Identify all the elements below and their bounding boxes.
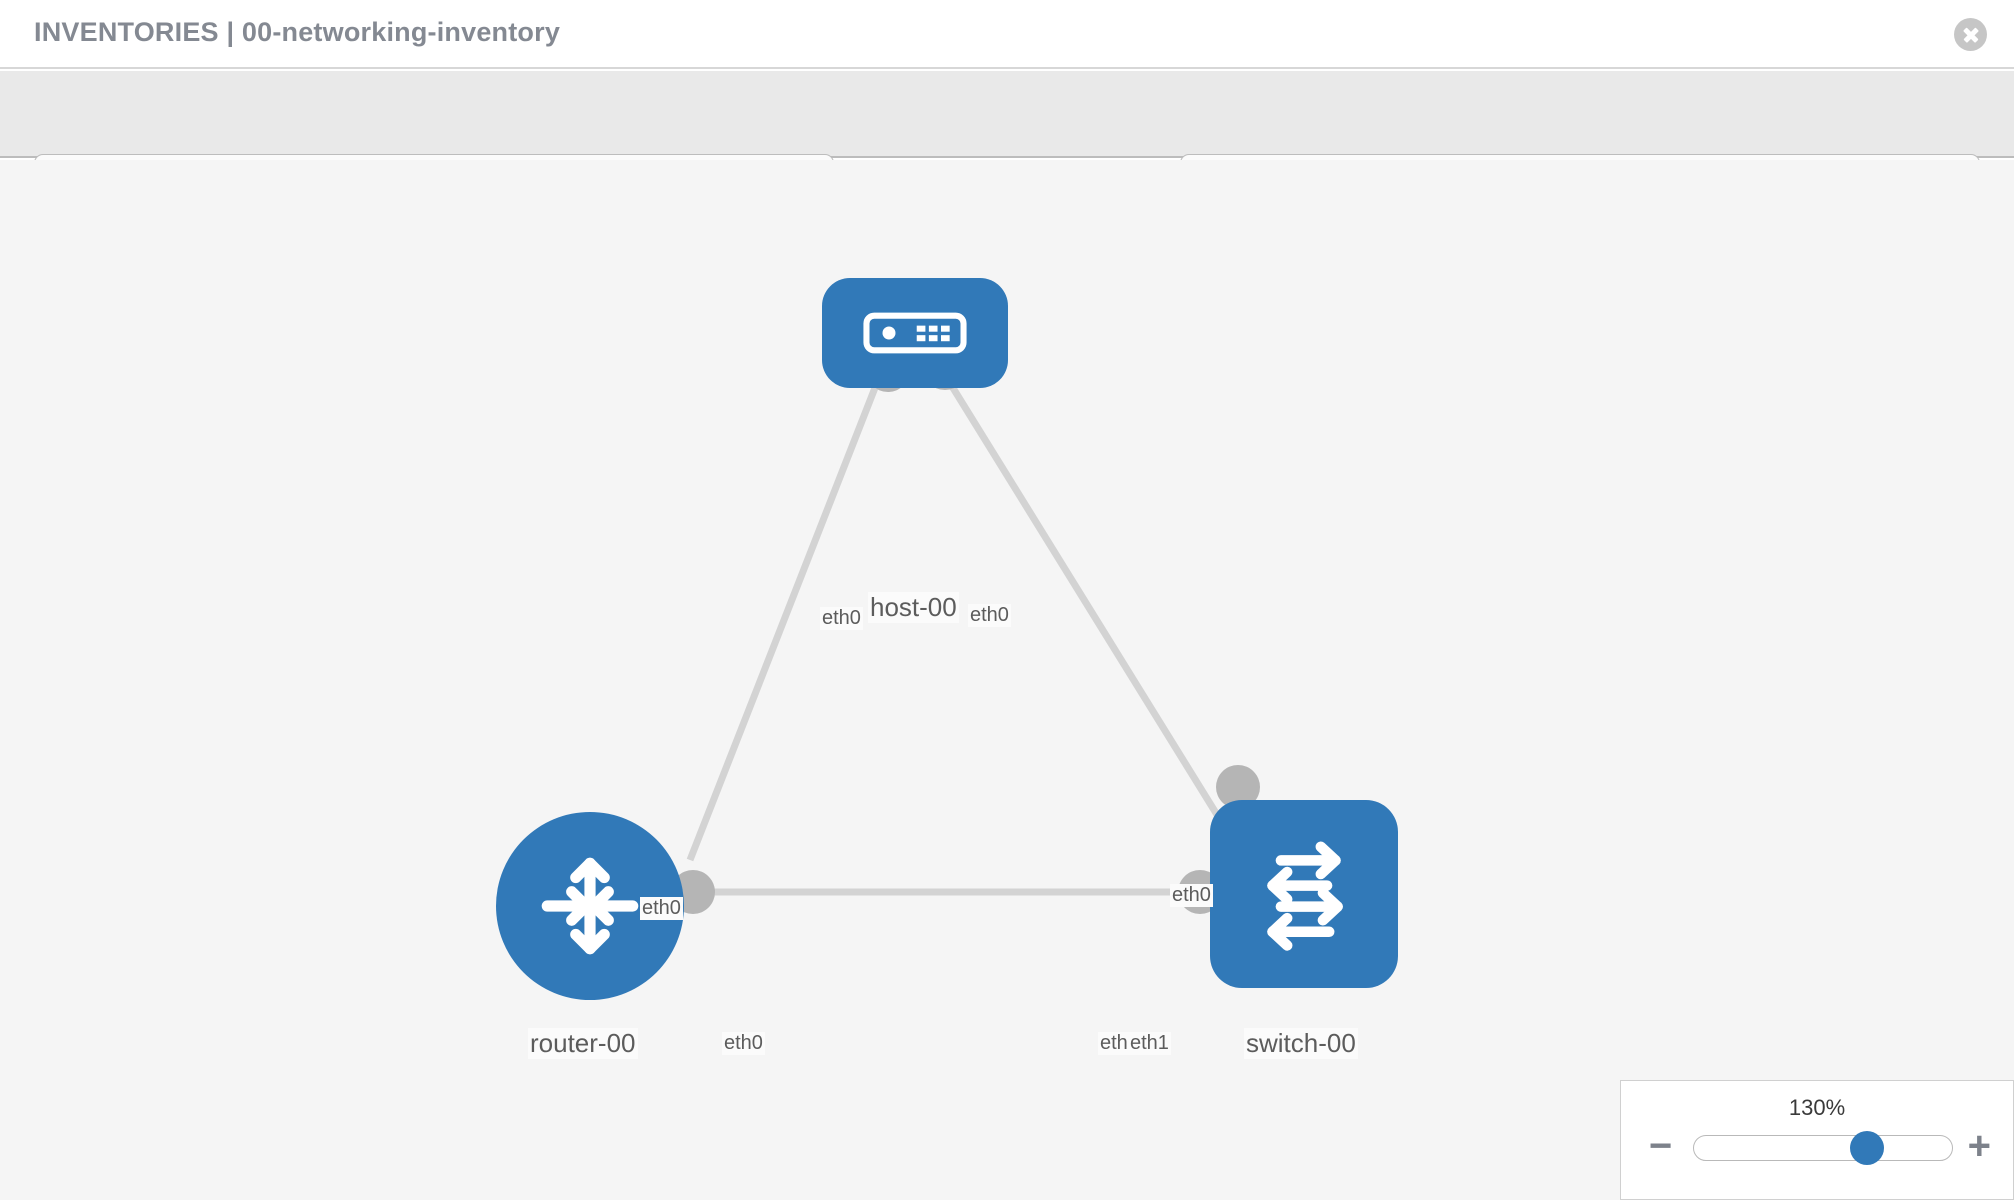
zoom-control: 130% − + [1620,1080,2014,1200]
edge-label-router-switch: eth0 [722,1032,765,1055]
zoom-level-label: 130% [1788,1095,1846,1120]
link-host-switch [942,373,1248,862]
edge-label-host-switch: eth0 [968,604,1011,627]
server-device-icon [863,312,967,354]
zoom-slider-track[interactable] [1693,1131,1953,1165]
page-header: INVENTORIES | 00-networking-inventory [0,0,2014,69]
close-icon[interactable] [1954,18,1987,51]
page-title: INVENTORIES | 00-networking-inventory [34,17,561,47]
edge-label-router-host: eth0 [640,897,683,920]
node-router-00[interactable] [496,812,684,1000]
connector-switch-top [1216,765,1260,809]
switch-node-shape[interactable] [1210,800,1398,988]
node-host-00[interactable] [822,278,1008,388]
host-node-shape[interactable] [822,278,1008,388]
switch-arrows-icon [1267,841,1343,951]
zoom-in-button[interactable]: + [1967,1124,1991,1168]
edge-label-switch-router-eth1: eth1 [1128,1032,1171,1055]
node-label-switch-00: switch-00 [1244,1028,1358,1059]
link-host-router [686,373,884,862]
zoom-out-button[interactable]: − [1649,1124,1673,1168]
node-label-router-00: router-00 [528,1028,638,1059]
node-switch-00[interactable] [1210,800,1398,988]
router-arrows-icon [541,857,639,955]
link-connectors [671,346,1260,914]
node-label-host-00: host-00 [868,592,959,623]
edge-label-switch-host: eth0 [1170,884,1213,907]
topology-canvas[interactable]: host-00 router [0,160,2014,1200]
link-lines [686,373,1248,896]
toolbar: ACTIONS SEARCH [0,71,2014,212]
zoom-slider-thumb[interactable] [1849,1131,1884,1165]
edge-label-host-router: eth0 [820,607,863,630]
router-node-shape[interactable] [496,812,684,1000]
